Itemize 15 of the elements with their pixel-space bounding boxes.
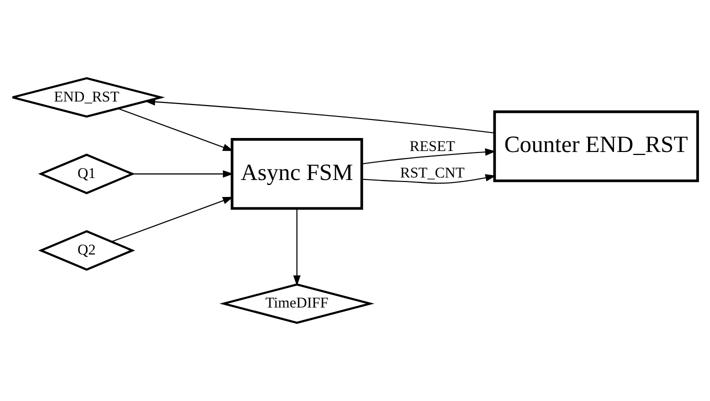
arrow [293,208,301,286]
node-diamond: Q2 [38,230,136,271]
edge-label: RST_CNT [400,165,465,182]
node-diamond: TimeDIFF [220,283,374,324]
node-box: Counter END_RST [493,110,699,182]
arrow [144,98,494,134]
arrow [362,148,496,164]
node-diamond: Q1 [38,154,136,194]
node-box: Async FSM [230,138,364,210]
arrow [132,170,234,178]
arrow [118,108,234,152]
node-diamond: END_RST [11,77,165,118]
arrow [111,196,234,242]
arrow [362,174,496,184]
edge-label: RESET [410,138,456,155]
